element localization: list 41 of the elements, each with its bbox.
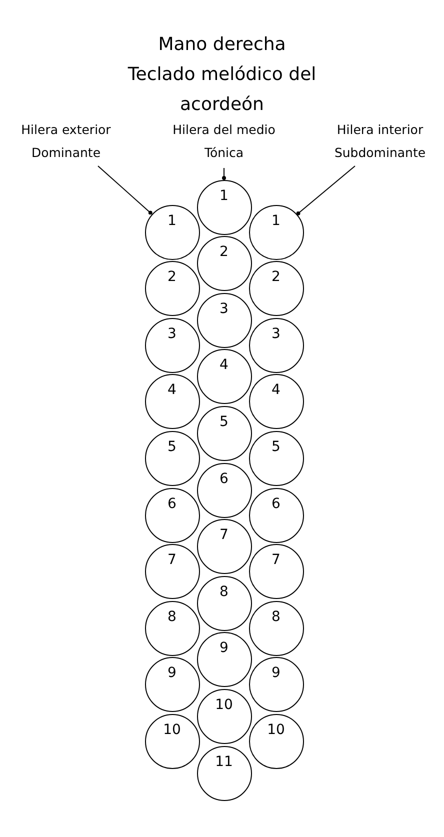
row-label: Subdominante <box>333 144 427 162</box>
button-circle: 1 <box>248 204 304 260</box>
button-circle: 9 <box>248 657 304 712</box>
button-circle: 4 <box>248 374 304 430</box>
button-circle: 4 <box>144 374 200 430</box>
button-circle: 5 <box>144 430 200 486</box>
button-circle: 2 <box>196 236 252 292</box>
title: Mano derecha Teclado melódico del acordeón <box>127 33 317 117</box>
button-circle: 1 <box>144 204 200 260</box>
leader-line <box>296 166 356 216</box>
button-circle: 6 <box>248 488 304 542</box>
button-circle: 2 <box>248 261 304 316</box>
leader-line <box>98 166 152 215</box>
row-label: Hilera exterior <box>20 121 112 139</box>
button-circle: 4 <box>196 349 252 404</box>
button-circle: 8 <box>248 600 304 656</box>
button-circle: 10 <box>144 714 200 769</box>
button-circle: 3 <box>196 292 252 348</box>
button-circle: 3 <box>144 318 200 373</box>
button-circle: 9 <box>144 657 200 712</box>
button-circle: 8 <box>144 600 200 656</box>
button-circle: 2 <box>144 261 200 316</box>
button-circle: 7 <box>248 544 304 600</box>
button-circle: 6 <box>196 462 252 518</box>
button-circle: 6 <box>144 488 200 542</box>
button-circle: 5 <box>196 406 252 461</box>
button-circle: 1 <box>196 180 252 234</box>
button-circle: 5 <box>248 430 304 486</box>
button-circle: 10 <box>248 714 304 769</box>
button-circle: 9 <box>196 632 252 688</box>
row-label: Hilera interior <box>336 121 424 139</box>
button-circle: 8 <box>196 576 252 631</box>
button-circle: 10 <box>196 688 252 744</box>
button-circle: 7 <box>144 544 200 600</box>
leader-line <box>222 168 226 180</box>
row-label: Hilera del medio <box>172 121 276 139</box>
button-circle: 11 <box>196 746 252 800</box>
row-label: Dominante <box>30 144 102 162</box>
button-circle: 7 <box>196 519 252 574</box>
button-circle: 3 <box>248 318 304 373</box>
row-label: Tónica <box>203 144 245 162</box>
